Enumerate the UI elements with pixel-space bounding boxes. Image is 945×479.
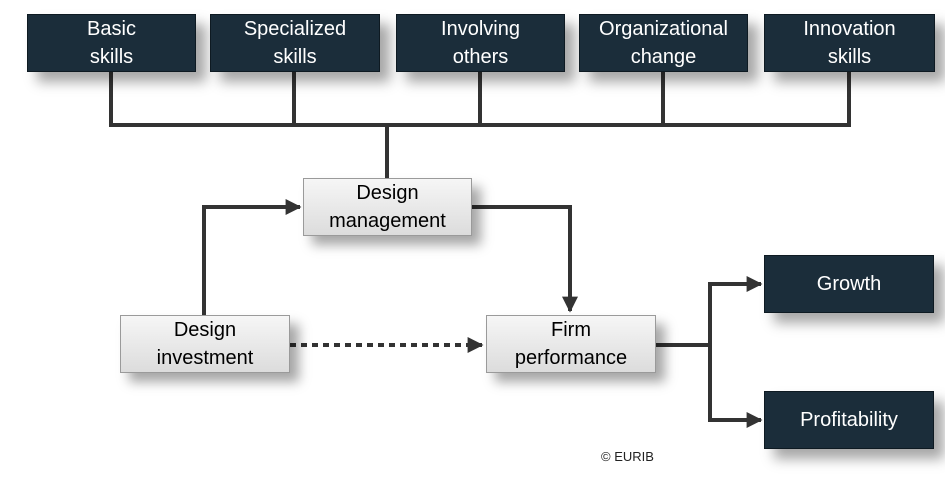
node-line2: management	[329, 210, 446, 232]
skill-box-line2: skills	[89, 46, 134, 68]
skill-box-line2: skills	[827, 46, 872, 68]
node-line2: performance	[514, 347, 628, 369]
node-line1: Firm	[551, 319, 591, 341]
performance-to-profitability-arrow	[708, 345, 763, 428]
skill-box-line2: change	[630, 46, 697, 68]
skill-box-involving-others: Involving others	[396, 14, 565, 72]
skill-box-innovation: Innovation skills	[764, 14, 935, 72]
firm-performance-box: Firm performance	[486, 315, 656, 373]
growth-label: Growth	[816, 273, 882, 295]
node-line1: Design	[173, 319, 237, 341]
copyright-notice: © EURIB	[601, 449, 654, 464]
performance-to-growth-arrow	[708, 276, 763, 345]
profitability-label: Profitability	[800, 409, 898, 431]
management-to-performance-arrow	[472, 205, 578, 313]
node-line1: Design	[356, 182, 419, 204]
skill-box-line2: others	[452, 46, 509, 68]
investment-to-management-arrow	[202, 199, 302, 315]
skill-box-basic: Basic skills	[27, 14, 196, 72]
skill-box-line2: skills	[273, 46, 317, 68]
skill-box-line1: Organizational	[599, 18, 728, 40]
skill-box-line1: Innovation	[803, 18, 896, 40]
skill-box-line1: Specialized	[243, 18, 347, 40]
skill-box-organizational-change: Organizational change	[579, 14, 748, 72]
design-management-box: Design management	[303, 178, 472, 236]
skill-box-specialized: Specialized skills	[210, 14, 380, 72]
skill-box-line1: Basic	[87, 18, 136, 40]
design-investment-box: Design investment	[120, 315, 290, 373]
profitability-box: Profitability	[764, 391, 934, 449]
node-line2: investment	[156, 347, 254, 369]
skill-box-line1: Involving	[441, 18, 520, 40]
growth-box: Growth	[764, 255, 934, 313]
